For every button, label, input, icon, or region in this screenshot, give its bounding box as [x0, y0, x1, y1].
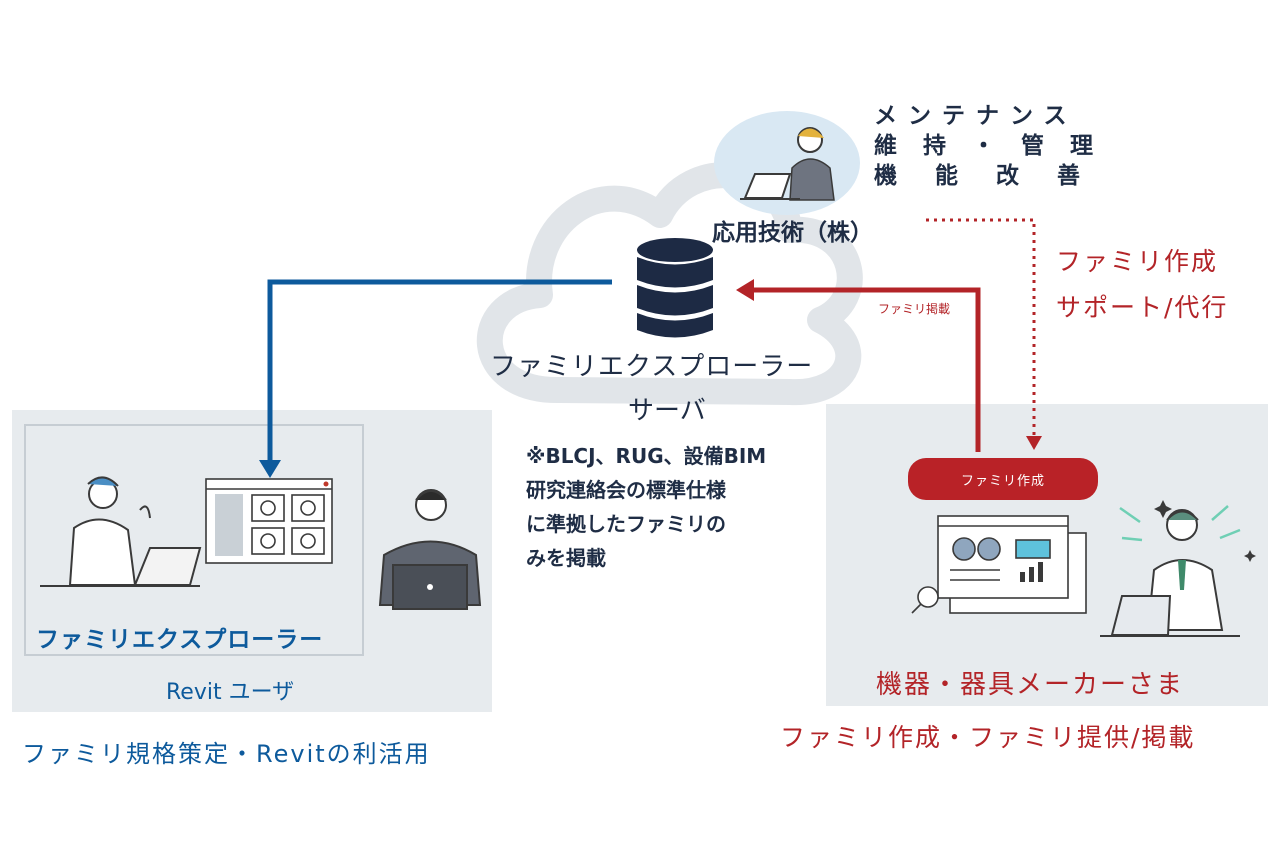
- publish-arrow-blue: [259, 279, 612, 478]
- family-creation-pill: ファミリ作成: [908, 458, 1098, 500]
- database-icon: [637, 238, 713, 338]
- server-note-4: みを掲載: [526, 546, 606, 570]
- vendor-name: 応用技術（株）: [712, 220, 873, 246]
- revit-user-label: Revit ユーザ: [166, 680, 295, 705]
- server-note-2: 研究連絡会の標準仕様: [526, 478, 726, 502]
- vendor-role-improvement: 機能改善: [874, 163, 1118, 189]
- laptop-user-icon: [40, 476, 202, 587]
- vendor-role-maintenance: メンテナンス: [874, 103, 1078, 129]
- support-agent-icon: [714, 111, 860, 215]
- family-explorer-frame: [24, 424, 364, 656]
- businessman-icon: [378, 489, 482, 610]
- server-name: ファミリエクスプローラー: [490, 352, 814, 382]
- server-note-3: に準拠したファミリの: [526, 512, 726, 536]
- maker-caption: ファミリ作成・ファミリ提供/掲載: [780, 723, 1196, 752]
- support-line-2: サポート/代行: [1056, 293, 1229, 322]
- cloud-icon: [476, 162, 863, 406]
- dashboard-icon: [911, 515, 1087, 614]
- vendor-role-management: 維持・管理: [874, 133, 1119, 159]
- support-dotted-arrow: [926, 218, 1042, 450]
- support-line-1: ファミリ作成: [1056, 247, 1219, 276]
- publish-arrow-label: ファミリ掲載: [878, 302, 951, 316]
- maker-label: 機器・器具メーカーさま: [876, 670, 1185, 700]
- happy-engineer-icon: [1100, 500, 1256, 637]
- user-caption: ファミリ規格策定・Revitの利活用: [22, 740, 431, 768]
- upload-arrow-red: [736, 279, 981, 452]
- browser-window-icon: [205, 478, 333, 564]
- server-note-1: ※BLCJ、RUG、設備BIM: [526, 444, 767, 468]
- server-name-line2: サーバ: [628, 396, 706, 426]
- family-explorer-label: ファミリエクスプローラー: [36, 627, 324, 653]
